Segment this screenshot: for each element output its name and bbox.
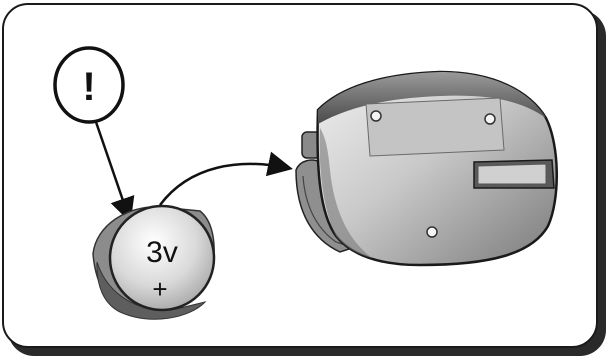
warning-symbol: ! [82,65,95,109]
battery-voltage: 3v [146,236,178,269]
coin-battery: 3v + [92,204,216,320]
pointer-arrow [94,121,135,223]
hearing-device [295,70,558,267]
battery-polarity: + [152,274,167,304]
warning-icon: ! [53,46,125,124]
insert-arrow [159,151,293,206]
